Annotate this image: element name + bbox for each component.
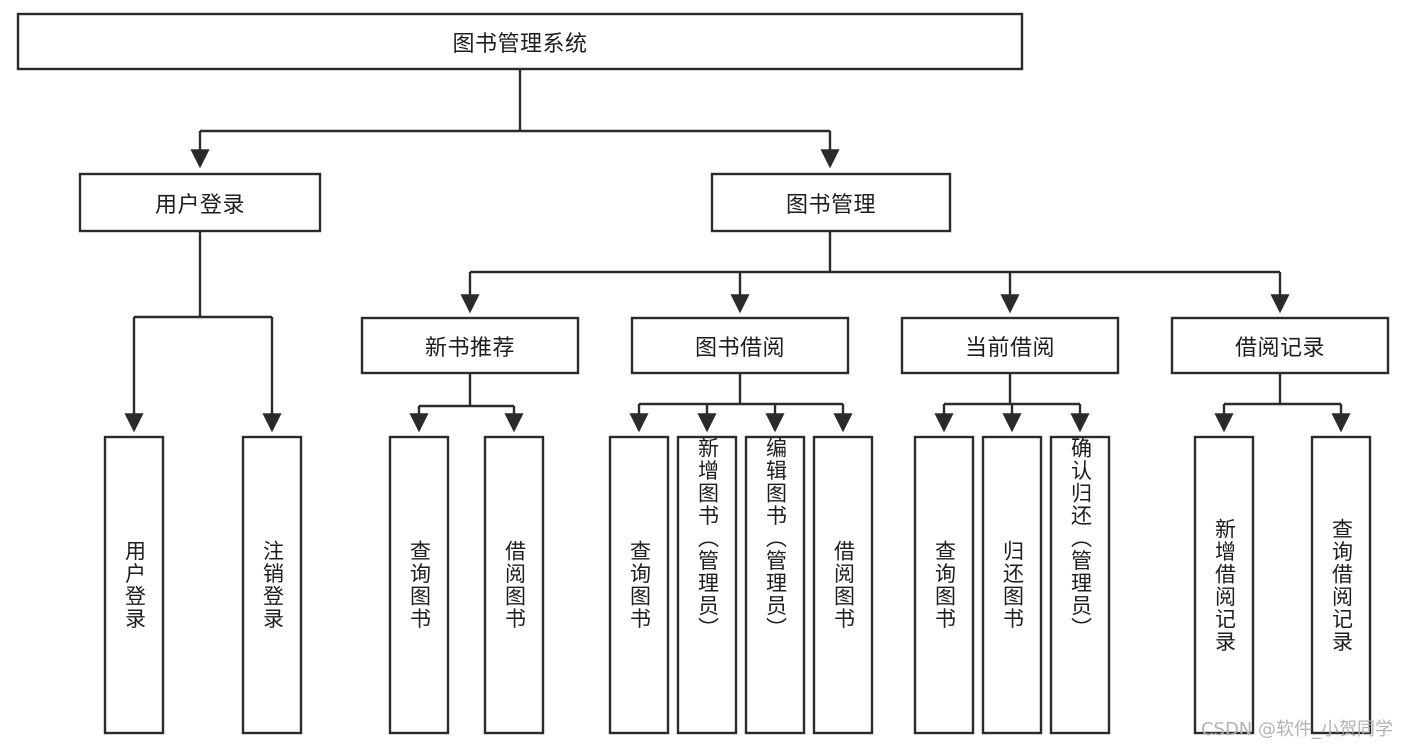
node-box-leaf-query-book-new[interactable] [388, 435, 450, 735]
node-box-leaf-return-book[interactable] [981, 435, 1043, 735]
node-box-leaf-query-book-current[interactable] [913, 435, 975, 735]
node-box-leaf-edit-book-admin[interactable] [744, 435, 806, 735]
connector-group-current [934, 373, 1090, 433]
node-box-leaf-borrow-book[interactable] [812, 435, 874, 735]
connector-group-new-books [409, 373, 524, 433]
node-box-current[interactable] [900, 316, 1120, 375]
node-box-book-mgmt[interactable] [710, 172, 952, 233]
node-box-borrow[interactable] [630, 316, 850, 375]
node-box-leaf-user-login[interactable] [103, 435, 165, 735]
node-box-leaf-add-book-admin[interactable] [676, 435, 738, 735]
node-box-leaf-query-book-borrow[interactable] [608, 435, 670, 735]
node-box-leaf-borrow-book-new[interactable] [483, 435, 545, 735]
connector-group-book-mgmt [460, 231, 1290, 314]
node-box-root[interactable] [16, 12, 1024, 71]
node-box-user-login[interactable] [78, 172, 322, 233]
connector-group-borrow [629, 373, 853, 433]
node-box-records[interactable] [1170, 316, 1390, 375]
node-box-leaf-logout[interactable] [241, 435, 303, 735]
node-box-leaf-add-record[interactable] [1193, 435, 1255, 735]
node-box-new-books[interactable] [360, 316, 580, 375]
connector-group-records [1214, 373, 1351, 433]
connector-group-root [190, 69, 840, 169]
connector-group-user-login [124, 231, 282, 433]
node-box-leaf-confirm-return-admin[interactable] [1049, 435, 1111, 735]
node-box-leaf-query-record[interactable] [1310, 435, 1372, 735]
